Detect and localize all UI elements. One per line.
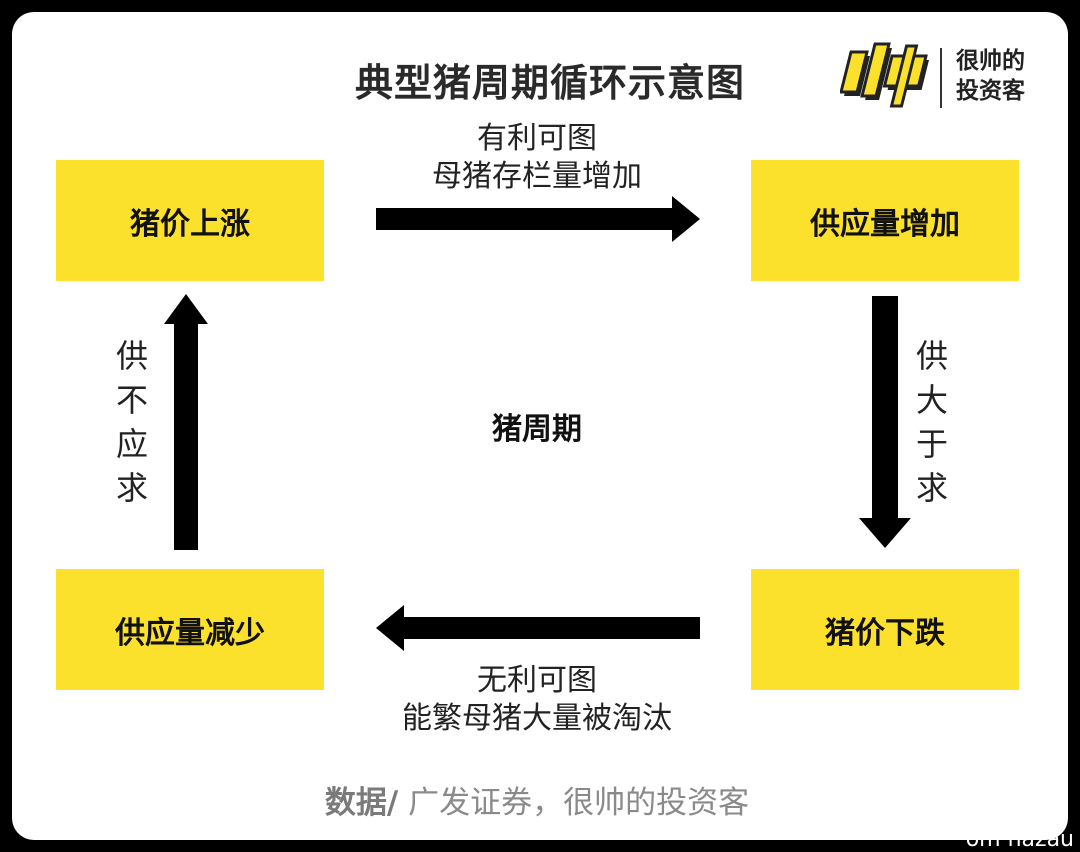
arrow-right-label: 供大于求 [915,337,948,507]
logo-line-1: 很帅的 [956,48,1025,74]
arrow-down-icon [859,296,911,548]
box-price-down: 猪价下跌 [751,569,1019,690]
diagram-card: 典型猪周期循环示意图 很帅的 投资客 猪价上涨 供应量增加 猪价下跌 供应量减少… [12,12,1068,840]
arrow-top-line-1: 有利可图 [477,121,597,156]
arrow-bottom-line-1: 无利可图 [477,663,597,698]
logo-text: 很帅的 投资客 [956,46,1056,106]
arrow-left-label: 供不应求 [115,337,148,507]
logo-line-2: 投资客 [956,78,1025,104]
box-supply-decrease: 供应量减少 [56,569,324,690]
logo-divider [940,48,942,108]
arrow-bottom-line-2: 能繁母猪大量被淘汰 [402,701,672,736]
source-text: 广发证券，很帅的投资客 [398,785,750,821]
arrow-top-label: 有利可图 母猪存栏量增加 [352,120,722,196]
arrow-left-icon [376,605,700,651]
source-line: 数据/ 广发证券，很帅的投资客 [12,777,1062,822]
arrow-bottom-label: 无利可图 能繁母猪大量被淘汰 [342,662,732,738]
center-label: 猪周期 [492,412,582,447]
arrow-up-icon [164,294,208,550]
box-supply-increase: 供应量增加 [751,160,1019,281]
diagram-title: 典型猪周期循环示意图 [354,61,745,105]
logo-mark-icon [840,42,930,108]
arrow-right-icon [376,196,700,242]
arrow-top-line-2: 母猪存栏量增加 [432,159,642,194]
box-price-up: 猪价上涨 [56,160,324,281]
source-label: 数据/ [324,785,399,821]
watermark: om nazau [965,827,1074,852]
